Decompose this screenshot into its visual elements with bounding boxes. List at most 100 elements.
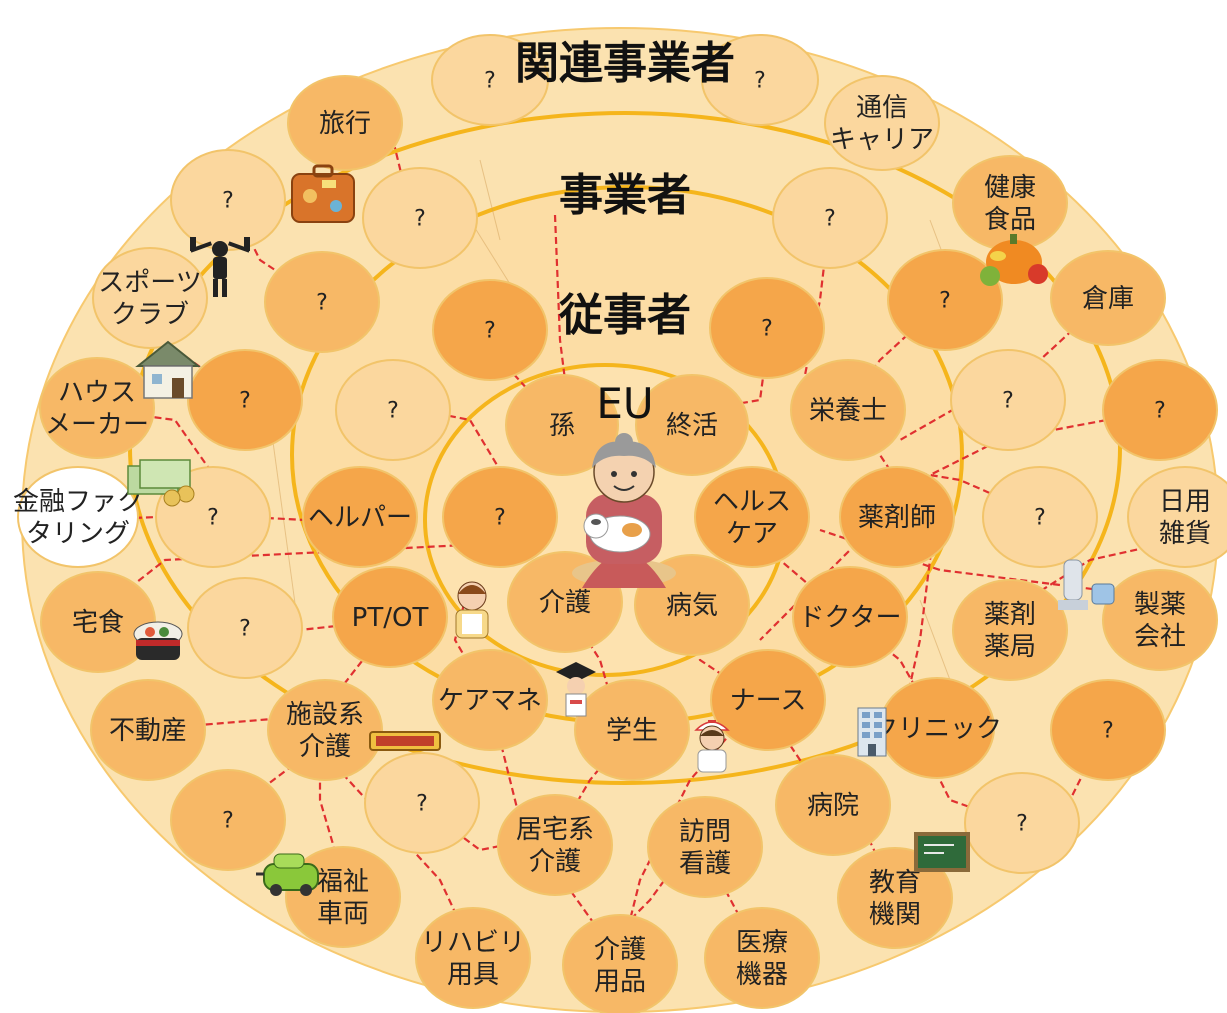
node-bubble — [1127, 466, 1227, 568]
node-byouin: 病院 — [775, 754, 891, 856]
node-fudousan: 不動産 — [90, 679, 206, 781]
node-q-top2: ? — [701, 34, 819, 126]
node-bubble — [950, 349, 1066, 451]
node-label: スポーツ — [98, 268, 201, 298]
node-label: 終活 — [666, 411, 718, 441]
node-label: 薬剤 — [984, 600, 1036, 630]
node-clinic: クリニック — [872, 677, 1002, 779]
node-label: 施設系 — [286, 700, 364, 730]
node-label: ナース — [730, 686, 807, 716]
node-q-n: ? — [187, 577, 303, 679]
node-q-a: ? — [362, 167, 478, 269]
node-label: PT/OT — [352, 603, 429, 633]
node-label: ? — [1016, 812, 1028, 837]
node-bubble — [90, 679, 206, 781]
node-bubble — [415, 907, 531, 1009]
node-q-d: ? — [432, 279, 548, 381]
grandmother-with-cat-icon — [572, 433, 676, 588]
node-label: リハビリ — [421, 928, 525, 958]
node-label: ヘルス — [713, 487, 791, 517]
node-label: 孫 — [549, 411, 575, 441]
nodes-layer: ??旅行通信キャリア???健康食品スポーツクラブ????倉庫ハウスメーカー??孫… — [13, 34, 1227, 1013]
node-bubble — [92, 247, 208, 349]
ring-title-kanren: 関連事業者 — [515, 38, 735, 89]
node-doctor: ドクター — [792, 566, 908, 668]
node-souko: 倉庫 — [1050, 250, 1166, 346]
node-label: タリング — [26, 519, 130, 549]
node-bubble — [302, 466, 418, 568]
electric-car-icon — [256, 853, 319, 896]
node-label: ? — [316, 291, 328, 316]
node-q-b: ? — [772, 167, 888, 269]
node-bubble — [332, 566, 448, 668]
node-bubble — [694, 466, 810, 568]
node-bubble — [170, 149, 286, 251]
node-label: 機関 — [869, 900, 921, 930]
node-label: 用具 — [447, 960, 499, 990]
node-q-luggage: ? — [170, 149, 286, 251]
care-worker-icon — [455, 581, 489, 639]
node-label: ? — [761, 317, 773, 342]
chalkboard-icon — [914, 832, 970, 872]
node-label: 宅食 — [72, 608, 124, 638]
node-bubble — [562, 914, 678, 1013]
node-bubble — [335, 359, 451, 461]
node-bubble — [505, 374, 619, 476]
node-mago: 孫 — [505, 374, 619, 476]
node-label: 栄養士 — [809, 396, 887, 426]
node-q-o: ? — [1050, 679, 1166, 781]
node-bubble — [1050, 250, 1166, 346]
node-label: ? — [754, 69, 766, 94]
node-bubble — [574, 679, 690, 781]
node-bubble — [952, 579, 1068, 681]
graduate-icon — [556, 662, 596, 717]
node-label: キャリア — [830, 125, 934, 155]
node-label: 製薬 — [1134, 590, 1186, 620]
node-label: 看護 — [679, 849, 731, 879]
node-q-g: ? — [187, 349, 303, 451]
money-icon — [127, 459, 195, 507]
node-bubble — [775, 754, 891, 856]
node-bubble — [837, 847, 953, 949]
node-bubble — [709, 277, 825, 379]
node-label: ? — [1034, 506, 1046, 531]
node-label: ? — [416, 792, 428, 817]
node-label: 不動産 — [109, 716, 187, 746]
node-label: 機器 — [736, 960, 788, 990]
node-label: ? — [494, 506, 506, 531]
node-label: ? — [414, 207, 426, 232]
node-bubble — [17, 466, 139, 568]
node-label: ? — [824, 207, 836, 232]
node-label: 旅行 — [319, 109, 371, 139]
node-caremane: ケアマネ — [432, 649, 548, 751]
node-bubble — [704, 907, 820, 1009]
node-bubble — [839, 466, 955, 568]
nurse-icon — [694, 720, 730, 773]
node-bubble — [710, 649, 826, 751]
node-nurse: ナース — [710, 649, 826, 751]
node-bubble — [442, 466, 558, 568]
node-label: ケアマネ — [438, 686, 542, 716]
node-label: ? — [222, 809, 234, 834]
food-bowl-icon — [133, 621, 183, 660]
node-q-h: ? — [335, 359, 451, 461]
node-bubble — [362, 167, 478, 269]
node-bubble — [824, 75, 940, 171]
node-q-f: ? — [887, 249, 1003, 351]
node-q-r: ? — [964, 772, 1080, 874]
node-bubble — [497, 794, 613, 896]
node-shukatsu: 終活 — [635, 374, 749, 476]
icons-layer — [127, 164, 1115, 896]
node-bubble — [267, 679, 383, 781]
